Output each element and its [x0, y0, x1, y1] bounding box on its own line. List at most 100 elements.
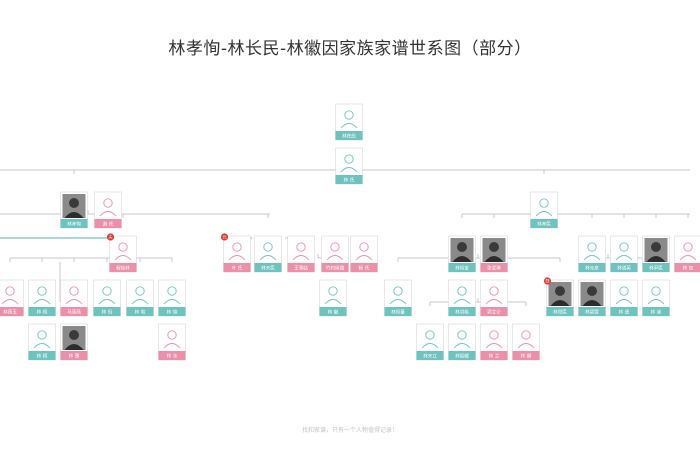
person-card[interactable]: 林 遂: [642, 279, 670, 317]
avatar-body-icon: [421, 343, 439, 349]
person-card[interactable]: 林 兰: [480, 323, 508, 361]
person-card[interactable]: 林孝恂: [60, 191, 88, 229]
person-name: 林恒宝: [455, 264, 469, 271]
person-card[interactable]: 林 煊: [158, 279, 186, 317]
person-card[interactable]: 王雪姑: [287, 235, 315, 273]
person-name: 林 徽: [328, 308, 339, 315]
avatar-icon: [457, 286, 467, 296]
name-bar: [642, 307, 670, 316]
person-card[interactable]: 林 桓: [28, 323, 56, 361]
avatar-icon: [5, 286, 15, 296]
person-name: 叶 氏: [232, 264, 243, 271]
avatar-icon: [489, 286, 499, 296]
avatar-body-icon: [131, 299, 149, 305]
person-card[interactable]: 林 氏: [335, 147, 363, 185]
name-bar: [60, 219, 88, 228]
avatar-icon: [37, 286, 47, 296]
name-bar: [60, 351, 88, 360]
person-card[interactable]: 林 遥: [610, 279, 638, 317]
person-card[interactable]: 林 如: [674, 235, 700, 273]
person-card[interactable]: 林在彪: [335, 103, 363, 141]
avatar-icon: [344, 154, 354, 164]
portrait-head: [489, 242, 499, 252]
avatar-icon: [37, 330, 47, 340]
avatar-icon: [102, 286, 112, 296]
avatar-icon: [393, 286, 403, 296]
avatar-body-icon: [1, 299, 19, 305]
person-card[interactable]: 林 桓: [28, 279, 56, 317]
person-name: 林振耀: [455, 352, 469, 359]
name-bar: [416, 351, 444, 360]
person-card[interactable]: 游 氏: [94, 191, 122, 229]
name-bar: [126, 307, 154, 316]
person-card[interactable]: 林 璎: [60, 323, 88, 361]
portrait-head: [555, 286, 565, 296]
name-bar: [480, 351, 508, 360]
person-name: 林天民: [261, 264, 275, 271]
name-bar: [384, 307, 412, 316]
person-card[interactable]: 林洪枢: [448, 279, 476, 317]
person-card[interactable]: 林燕玉: [0, 279, 24, 317]
person-cards: 林在彪林 氏林孝恂游 氏 林孝民程桂林夫 叶 氏元林天民 王雪姑竹村缘霜程 氏林恒宝 张…: [0, 103, 700, 361]
person-card[interactable]: 林孝民: [530, 191, 558, 229]
person-name: 林尹民: [649, 264, 663, 271]
avatar-body-icon: [163, 299, 181, 305]
role-badge-icon: [106, 233, 115, 241]
footer-note: 找和家谱，只有一个人物值得记录！: [301, 427, 398, 434]
avatar-icon: [521, 330, 531, 340]
person-card[interactable]: 林 恒: [93, 279, 121, 317]
avatar-icon: [232, 242, 242, 252]
portrait-head: [587, 286, 597, 296]
name-bar: [0, 307, 24, 316]
page-title: 林孝恂-林长民-林徽因家族家谱世系图（部分）: [168, 39, 532, 59]
avatar-icon: [587, 242, 597, 252]
person-name: 游 氏: [103, 220, 114, 227]
avatar-icon: [489, 330, 499, 340]
person-card[interactable]: 林 徽: [319, 279, 347, 317]
person-card[interactable]: 林 暄: [126, 279, 154, 317]
person-card[interactable]: 林 冰: [158, 323, 186, 361]
person-name: 林 桓: [37, 352, 48, 359]
person-card[interactable]: 林振耀: [448, 323, 476, 361]
person-card[interactable]: 叶 氏元: [220, 233, 251, 273]
person-card[interactable]: 林 娜: [512, 323, 540, 361]
person-card[interactable]: 竹村缘霜: [321, 235, 349, 273]
person-name: 郭艾仑: [487, 308, 501, 315]
person-card[interactable]: 林天民: [254, 235, 282, 273]
name-bar: [28, 307, 56, 316]
person-card[interactable]: 林恒宝: [448, 235, 476, 273]
person-card[interactable]: 林天立: [416, 323, 444, 361]
person-name: 林 兰: [489, 352, 500, 359]
avatar-body-icon: [33, 343, 51, 349]
person-name: 林碧雯: [585, 308, 599, 315]
person-card[interactable]: 林碧雯: [578, 279, 606, 317]
name-bar: [448, 307, 476, 316]
person-card[interactable]: 林谱英: [610, 235, 638, 273]
avatar-body-icon: [292, 255, 310, 261]
role-badge: 夫: [108, 234, 113, 241]
person-card[interactable]: 郭艾仑: [480, 279, 508, 317]
avatar-icon: [118, 242, 128, 252]
person-card[interactable]: 马荫燕: [60, 279, 88, 317]
name-bar: [94, 219, 122, 228]
name-bar: [512, 351, 540, 360]
name-bar: [223, 263, 251, 272]
person-card[interactable]: 林恒蕃: [384, 279, 412, 317]
portrait-shoulders: [484, 256, 504, 262]
name-bar: [109, 263, 137, 272]
person-card[interactable]: 林元泉: [578, 235, 606, 273]
person-name: 马荫燕: [67, 308, 81, 315]
avatar-body-icon: [485, 299, 503, 305]
avatar-icon: [296, 242, 306, 252]
name-bar: [319, 307, 347, 316]
person-card[interactable]: 林尹民: [642, 235, 670, 273]
avatar-body-icon: [615, 255, 633, 261]
person-card[interactable]: 程 氏: [350, 235, 378, 273]
avatar-icon: [683, 242, 693, 252]
name-bar: [158, 307, 186, 316]
person-card[interactable]: 张爱琳: [480, 235, 508, 273]
avatar-body-icon: [324, 299, 342, 305]
name-bar: [350, 263, 378, 272]
